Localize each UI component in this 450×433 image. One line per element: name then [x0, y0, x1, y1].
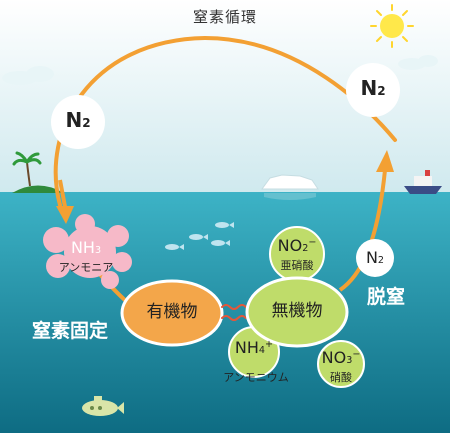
ammonia-cluster — [43, 214, 132, 289]
nh4-label: NH4+ — [234, 338, 274, 357]
inorganic-cluster — [228, 226, 365, 388]
n2-small-label: N2 — [365, 248, 385, 267]
n2-left-label: N2 — [65, 108, 91, 132]
fixation-arrow-head — [56, 206, 74, 224]
nh4-name-label: アンモニウム — [223, 371, 289, 384]
nh3-label: NH3 — [70, 238, 102, 257]
exchange-arrows — [221, 304, 247, 321]
sea — [0, 192, 450, 433]
n2-right-label: N2 — [360, 76, 386, 100]
n2-small-circle — [356, 239, 394, 277]
cloud-right — [398, 55, 438, 70]
inorganic-label: 無機物 — [271, 301, 323, 321]
cloud-left — [2, 66, 54, 85]
ship-icon — [404, 170, 442, 194]
no2-name-label: 亜硝酸 — [280, 259, 314, 272]
island-icon — [12, 151, 64, 193]
submarine-icon — [82, 396, 124, 416]
organic-label: 有機物 — [146, 302, 198, 322]
no2-label: NO2− — [277, 236, 317, 255]
fixation-label: 窒素固定 — [31, 320, 109, 342]
no3-label: NO3− — [321, 348, 361, 367]
iceberg-icon — [261, 174, 319, 200]
denitrification-label: 脱窒 — [366, 286, 406, 308]
no3-name-label: 硝酸 — [330, 371, 352, 384]
denitrification-arrow-head — [376, 150, 394, 172]
fish-school-icon — [165, 222, 234, 250]
n2-left-circle — [51, 95, 105, 149]
diagram-title: 窒素循環 — [192, 8, 258, 26]
organic-matter-ellipse — [120, 279, 224, 347]
nh3-name-label: アンモニア — [58, 261, 114, 274]
n2-right-circle — [346, 63, 400, 117]
sun-icon — [370, 4, 414, 48]
